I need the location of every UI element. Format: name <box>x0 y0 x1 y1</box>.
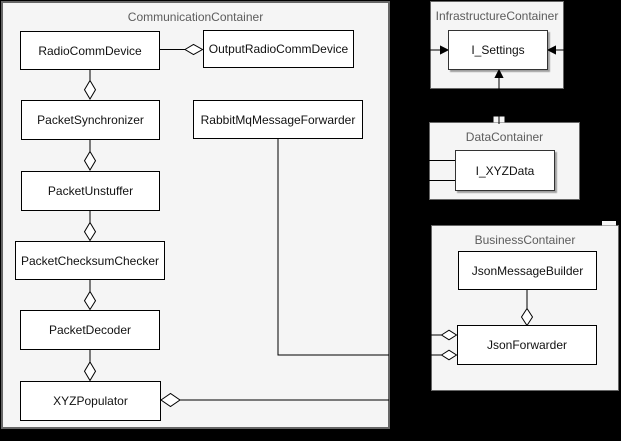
class-box-outputradiocommdevice[interactable]: OutputRadioCommDevice <box>203 30 354 68</box>
container-communication-label: CommunicationContainer <box>127 10 264 24</box>
class-box-ixyzdata[interactable]: I_XYZData <box>455 150 555 191</box>
container-business[interactable]: BusinessContainer <box>431 225 619 391</box>
class-box-jsonforwarder[interactable]: JsonForwarder <box>457 325 597 365</box>
class-box-xyzpopulator[interactable]: XYZPopulator <box>20 381 161 421</box>
container-infrastructure-label: InfrastructureContainer <box>435 9 559 23</box>
class-box-jsonmessagebuilder[interactable]: JsonMessageBuilder <box>458 251 597 290</box>
class-box-radiocommdevice[interactable]: RadioCommDevice <box>20 31 160 70</box>
container-data-label: DataContainer <box>465 130 544 144</box>
class-box-packetunstuffer[interactable]: PacketUnstuffer <box>21 171 160 211</box>
container-business-label: BusinessContainer <box>474 233 576 247</box>
class-box-packetdecoder[interactable]: PacketDecoder <box>20 310 160 350</box>
class-box-packetchecksumchecker[interactable]: PacketChecksumChecker <box>15 241 165 280</box>
class-box-rabbitmqmessageforwarder[interactable]: RabbitMqMessageForwarder <box>193 100 363 139</box>
class-box-packetsynchronizer[interactable]: PacketSynchronizer <box>21 100 160 140</box>
class-box-isettings[interactable]: I_Settings <box>448 30 548 70</box>
